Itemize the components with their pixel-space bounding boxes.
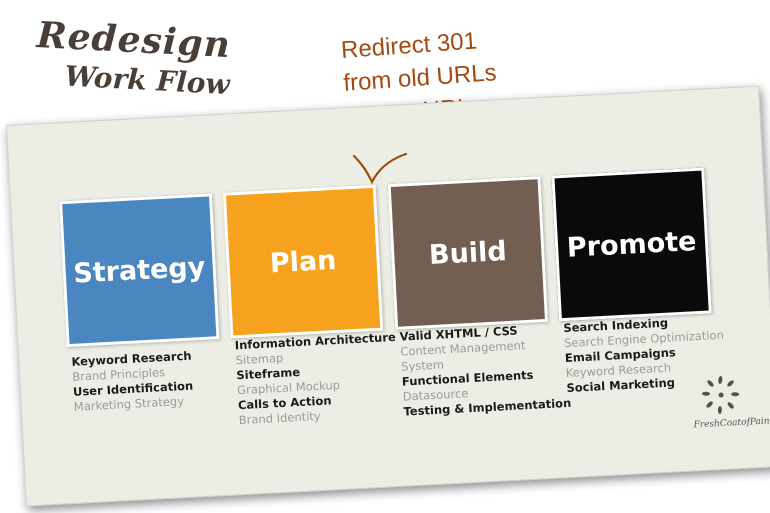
stage-tasks-plan: Information Architecture Sitemap Sitefra… bbox=[234, 330, 400, 428]
stage-box-build: Build bbox=[387, 176, 549, 330]
stage-tasks-build: Valid XHTML / CSS Content Management Sys… bbox=[399, 321, 571, 420]
diagram-title: Redesign Work Flow bbox=[34, 14, 233, 101]
workflow-card: Strategy Keyword Research Brand Principl… bbox=[6, 85, 770, 507]
stage-label-strategy: Strategy bbox=[72, 251, 207, 290]
brush-logo-icon bbox=[702, 375, 740, 415]
title-line-1: Redesign bbox=[35, 14, 232, 67]
stage-box-promote: Promote bbox=[551, 167, 712, 322]
stage-tasks-strategy: Keyword Research Brand Principles User I… bbox=[71, 349, 194, 415]
stage-label-build: Build bbox=[428, 235, 508, 271]
title-line-2: Work Flow bbox=[63, 59, 231, 102]
stage-label-promote: Promote bbox=[566, 225, 698, 264]
stage-box-strategy: Strategy bbox=[59, 193, 220, 348]
stage-box-plan: Plan bbox=[222, 184, 384, 339]
callout-arrow-icon bbox=[352, 152, 408, 185]
stage-label-plan: Plan bbox=[269, 244, 338, 279]
